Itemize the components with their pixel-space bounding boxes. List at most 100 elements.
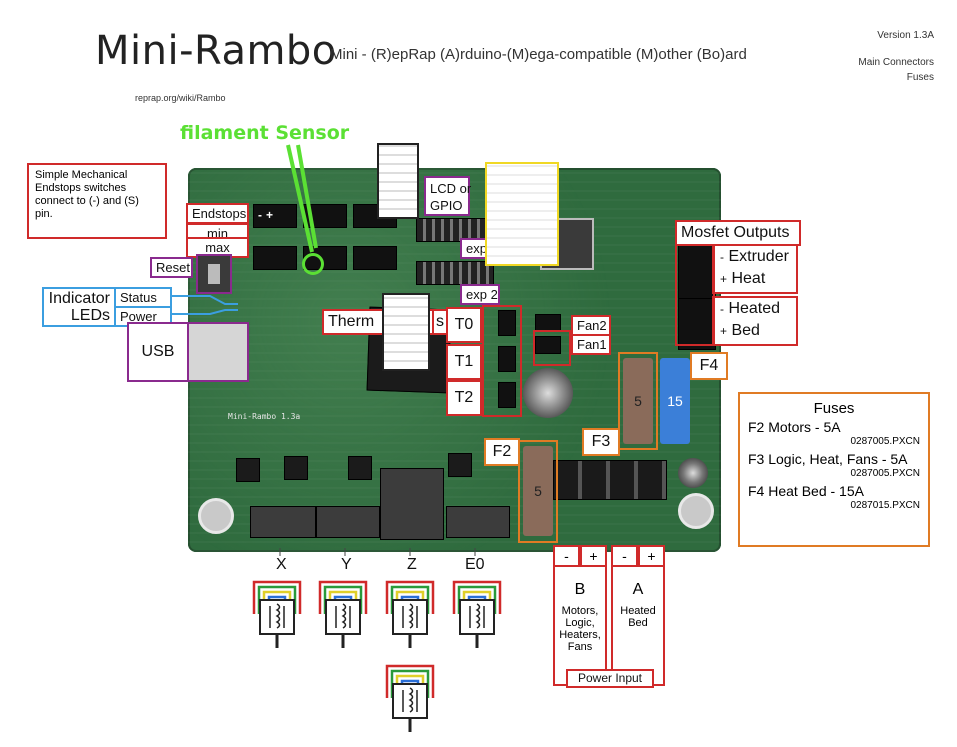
page-subtitle: Mini - (R)epRap (A)rduino-(M)ega-compati… — [330, 46, 747, 63]
power-b-desc-1: Motors, — [561, 605, 599, 617]
f3-label: F3 — [582, 428, 620, 456]
heated-text: - Heated — [720, 298, 792, 320]
indicator-text: Indicator — [48, 290, 110, 307]
therm-pinout-table — [382, 293, 430, 371]
reset-button[interactable] — [196, 254, 232, 294]
extruder-text: - Extruder — [720, 246, 792, 268]
power-a-desc-1: Heated — [620, 605, 656, 617]
motor-label-z: Z — [407, 556, 417, 573]
endstops-label: Endstops — [186, 203, 249, 224]
stepper-motor-icon — [316, 574, 370, 650]
extruder-minus: - — [720, 250, 724, 264]
driver-chip — [236, 458, 260, 482]
t0-label: T0 — [446, 307, 482, 343]
fan-bracket — [533, 330, 571, 366]
filament-arrow-icon — [286, 144, 318, 253]
max-label: max — [186, 237, 249, 258]
mosfet-outputs-label: Mosfet Outputs — [675, 220, 801, 246]
motor-label-e0: E0 — [465, 556, 485, 573]
extruder-heat-label: - Extruder + Heat — [712, 244, 798, 294]
heat-plus: + — [720, 272, 728, 286]
stepper-motor-icon — [383, 658, 437, 734]
fan2-label: Fan2 — [571, 315, 611, 336]
heat-word: Heat — [731, 270, 766, 287]
status-led-label: Status — [114, 287, 172, 308]
reset-label: Reset — [150, 257, 193, 278]
power-b-desc-4: Fans — [567, 641, 593, 653]
gpio-text: GPIO — [430, 198, 463, 213]
page-list-2: Fuses — [906, 72, 934, 83]
t1-label: T1 — [446, 344, 482, 380]
mosfet-bracket — [675, 244, 715, 346]
power-b-desc-2: Logic, — [565, 617, 595, 629]
fuse-f4-rating: 15 — [667, 393, 683, 409]
driver-chip — [448, 453, 472, 477]
led-leader-lines — [172, 295, 238, 315]
endstop-note-text: Simple Mechanical Endstops switches conn… — [35, 169, 139, 220]
board-silkscreen: Mini-Rambo 1.3a — [228, 412, 301, 421]
lcd-gpio-label: LCD or GPIO — [424, 176, 472, 216]
motor-leader-lines — [279, 548, 476, 556]
stepper-motor-icon — [383, 574, 437, 650]
power-b-column: B Motors, Logic, Heaters, Fans — [553, 565, 607, 686]
power-b-minus: - — [553, 545, 580, 567]
fuse-f2-rating: 5 — [534, 483, 542, 499]
stepper-motor-icon — [450, 574, 504, 650]
pin-plus: + — [266, 208, 274, 222]
page-title: Mini-Rambo — [95, 28, 337, 74]
capacitor — [678, 458, 708, 488]
power-b-letter: B — [574, 581, 586, 598]
usb-port[interactable] — [187, 322, 249, 382]
page-list-1: Main Connectors — [858, 57, 934, 68]
version-block: Version 1.3A Main Connectors Fuses — [858, 28, 934, 85]
bed-text: + Bed — [720, 320, 792, 342]
driver-chip — [284, 456, 308, 480]
heated-word: Heated — [728, 300, 781, 317]
fan1-label: Fan1 — [571, 334, 611, 355]
gpio-pinout-table — [485, 162, 559, 266]
power-terminal — [553, 460, 667, 500]
fuse-f2-desc: F2 Motors - 5A — [748, 419, 841, 435]
filament-sensor-pin-circle — [302, 253, 324, 275]
version-text: Version 1.3A — [877, 30, 934, 41]
fuse-f3-rating: 5 — [634, 393, 642, 409]
exp2-header — [416, 261, 494, 285]
fuse-f4-desc: F4 Heat Bed - 15A — [748, 483, 864, 499]
capacitor — [523, 368, 573, 418]
power-a-desc-2: Bed — [628, 617, 648, 629]
fuse-f2-body: 5 — [523, 446, 553, 536]
fuse-f2 — [518, 440, 558, 543]
t2-label: T2 — [446, 380, 482, 416]
fuse-f3-desc: F3 Logic, Heat, Fans - 5A — [748, 451, 908, 467]
mounting-hole — [198, 498, 234, 534]
fuse-f4-body: 15 — [660, 358, 690, 444]
endstop-connector — [253, 246, 297, 270]
heated-bed-label: - Heated + Bed — [712, 296, 798, 346]
power-input-section: - + - + B Motors, Logic, Heaters, Fans A… — [553, 545, 665, 686]
fuse-f4-part: 0287015.PXCN — [850, 500, 921, 511]
fuse-f3 — [618, 352, 658, 450]
fan-connector — [535, 336, 561, 354]
fuses-info-box: Fuses F2 Motors - 5A 0287005.PXCN F3 Log… — [738, 392, 930, 547]
driver-chip — [348, 456, 372, 480]
usb-label: USB — [127, 322, 189, 382]
power-b-desc-3: Heaters, — [559, 629, 601, 641]
thermistor-bracket — [482, 305, 522, 417]
endstop-pins-top: - + — [258, 208, 408, 228]
indicator-leds-label: Indicator LEDs — [42, 287, 116, 327]
bed-plus: + — [720, 324, 728, 338]
bed-word: Bed — [731, 322, 760, 339]
f4-label: F4 — [690, 352, 728, 380]
motor-label-y: Y — [341, 556, 352, 573]
leds-text: LEDs — [70, 307, 110, 324]
lcd-text: LCD or — [430, 181, 472, 196]
lcd-pinout-table — [377, 143, 419, 219]
fuse-f3-body: 5 — [623, 358, 653, 444]
power-a-letter: A — [632, 581, 644, 598]
motor-connector — [380, 468, 444, 540]
thermistor-connector — [498, 346, 516, 372]
power-led-label: Power — [114, 306, 172, 327]
heat-text: + Heat — [720, 268, 792, 290]
motor-connector — [250, 506, 316, 538]
fuse-f3-part: 0287005.PXCN — [850, 468, 921, 479]
